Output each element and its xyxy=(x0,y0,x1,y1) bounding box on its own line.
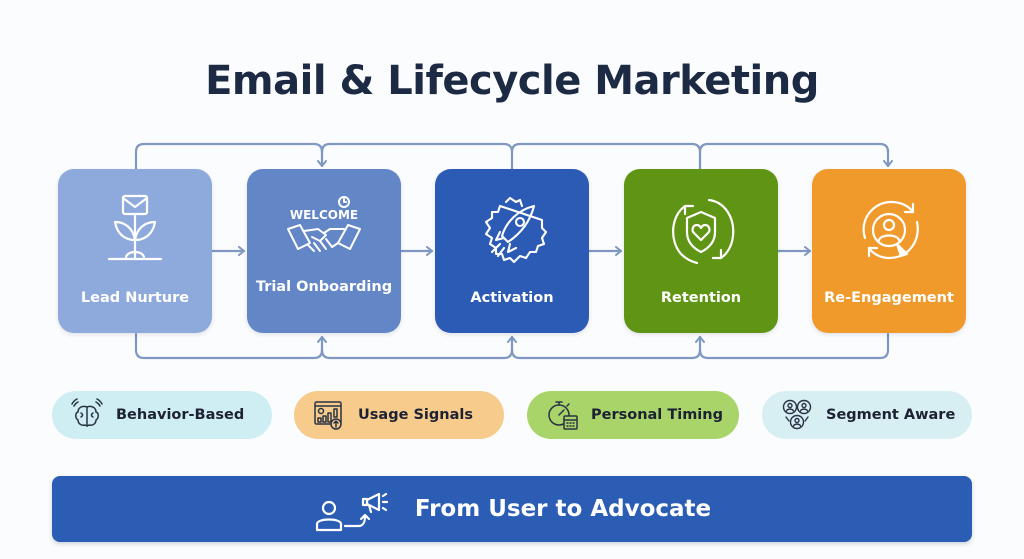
banner-label: From User to Advocate xyxy=(414,496,712,522)
feature-label: Segment Aware xyxy=(826,407,956,423)
rocket-gear-icon xyxy=(467,189,557,275)
feature-segment-aware[interactable]: Segment Aware xyxy=(762,391,972,439)
stage-activation[interactable]: Activation xyxy=(435,169,589,333)
shield-heart-cycle-icon xyxy=(656,189,746,275)
stage-lead-nurture[interactable]: Lead Nurture xyxy=(58,169,212,333)
svg-text:WELCOME: WELCOME xyxy=(290,208,358,222)
advocate-banner[interactable]: From User to Advocate xyxy=(52,476,972,542)
feature-behavior-based[interactable]: Behavior-Based xyxy=(52,391,272,439)
stage-label: Activation xyxy=(470,290,554,306)
stage-label: Re-Engagement xyxy=(824,290,954,306)
welcome-handshake-icon: WELCOME xyxy=(279,193,369,269)
stage-trial-onboarding[interactable]: WELCOME Trial Onboarding xyxy=(247,169,401,333)
dashboard-chart-icon xyxy=(312,398,346,432)
stage-label: Retention xyxy=(660,290,742,306)
feature-label: Personal Timing xyxy=(591,407,723,423)
stage-label: Trial Onboarding xyxy=(255,279,393,295)
brain-signal-icon xyxy=(70,398,104,432)
stage-label: Lead Nurture xyxy=(80,290,190,306)
stage-retention[interactable]: Retention xyxy=(624,169,778,333)
page-title: Email & Lifecycle Marketing xyxy=(205,58,819,104)
feature-label: Behavior-Based xyxy=(116,407,245,423)
user-to-megaphone-icon xyxy=(313,486,401,532)
feature-personal-timing[interactable]: Personal Timing xyxy=(527,391,739,439)
user-refresh-cursor-icon xyxy=(844,189,934,275)
feature-usage-signals[interactable]: Usage Signals xyxy=(294,391,504,439)
envelope-sprout-icon xyxy=(90,189,180,275)
stopwatch-calendar-icon xyxy=(545,398,579,432)
stage-re-engagement[interactable]: Re-Engagement xyxy=(812,169,966,333)
user-segments-icon xyxy=(780,398,814,432)
feature-label: Usage Signals xyxy=(358,407,473,423)
